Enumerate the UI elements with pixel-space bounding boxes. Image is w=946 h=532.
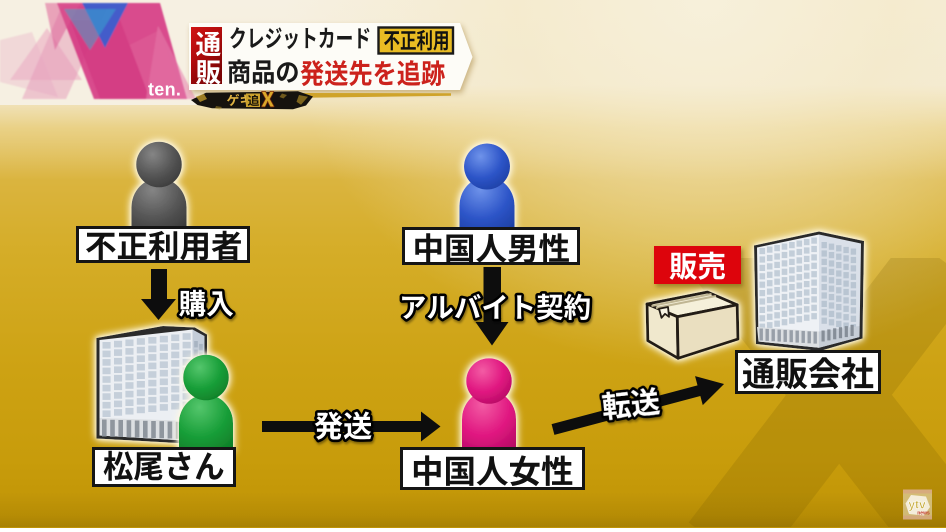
svg-text:ytv: ytv bbox=[908, 498, 926, 512]
svg-text:ten.: ten. bbox=[148, 80, 181, 100]
svg-text:news: news bbox=[917, 511, 930, 517]
